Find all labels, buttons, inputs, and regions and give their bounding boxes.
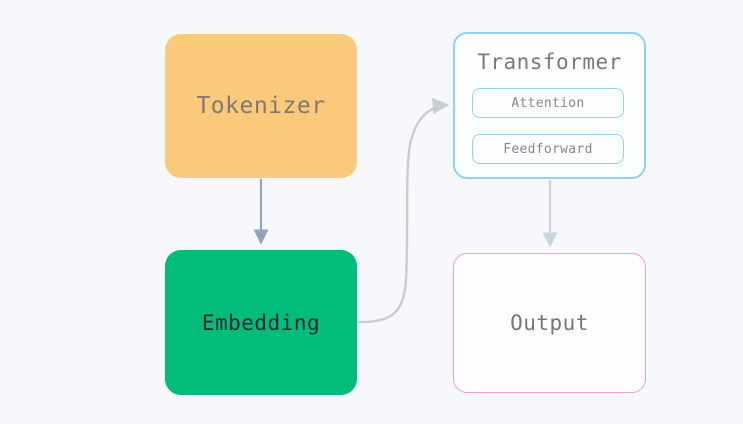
node-output-label: Output (510, 311, 589, 335)
node-attention[interactable]: Attention (472, 88, 624, 118)
node-transformer-group[interactable]: Transformer Attention Feedforward (453, 32, 646, 179)
node-embedding[interactable]: Embedding (165, 250, 357, 395)
node-embedding-label: Embedding (201, 310, 321, 335)
node-tokenizer-label: Tokenizer (196, 93, 326, 119)
node-tokenizer[interactable]: Tokenizer (165, 34, 357, 178)
edge-embedding-to-transformer (356, 97, 450, 324)
node-transformer-label: Transformer (477, 50, 622, 74)
node-attention-label: Attention (511, 95, 585, 111)
node-feedforward[interactable]: Feedforward (472, 134, 624, 164)
node-feedforward-label: Feedforward (503, 141, 593, 157)
node-output[interactable]: Output (453, 253, 646, 393)
